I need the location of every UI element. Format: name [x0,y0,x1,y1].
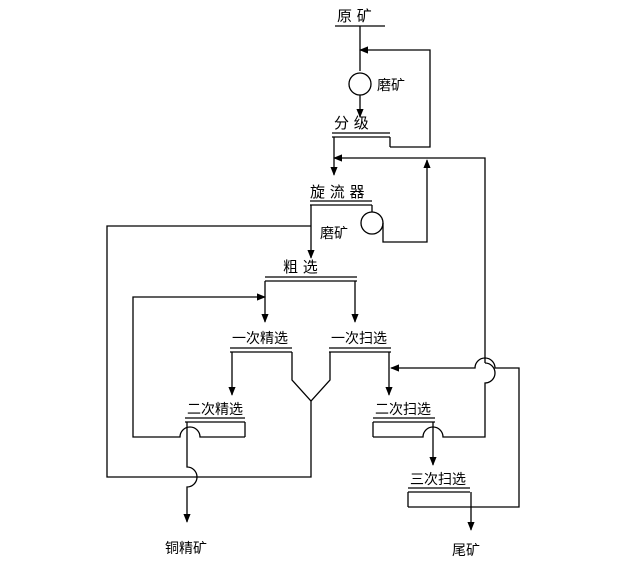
middlings-y-junction [291,352,331,402]
scavenger-1-label: 一次扫选 [331,331,387,347]
tailings-label: 尾矿 [452,543,480,559]
scavenger-3-concentrate-return-line [390,357,520,508]
scavenger-2-label: 二次扫选 [375,402,431,418]
copper-concentrate-label: 铜精矿 [165,541,207,557]
cleaner-2-label: 二次精选 [187,402,243,418]
grinding-1-label: 磨矿 [377,78,405,94]
grinding-mill-2-icon [360,211,384,235]
scavenger-return-to-cyclone-line [333,154,486,363]
regrind-return-line [382,159,431,243]
grinding-2-label: 磨矿 [320,226,348,242]
scavenger-2-concentrate-return-line [373,362,496,438]
cleaner-1-label: 一次精选 [232,331,288,347]
copper-concentrate-line [183,422,198,523]
classifier-recycle-line [359,46,431,148]
cyclone-label: 旋 流 器 [310,183,365,201]
scavenger-3-label: 三次扫选 [410,472,466,488]
raw-ore-label: 原 矿 [337,7,372,25]
rougher-label: 粗 选 [283,258,318,276]
grinding-mill-1-icon [348,72,372,96]
middlings-return-line [106,225,312,478]
classification-label: 分 级 [334,114,369,132]
